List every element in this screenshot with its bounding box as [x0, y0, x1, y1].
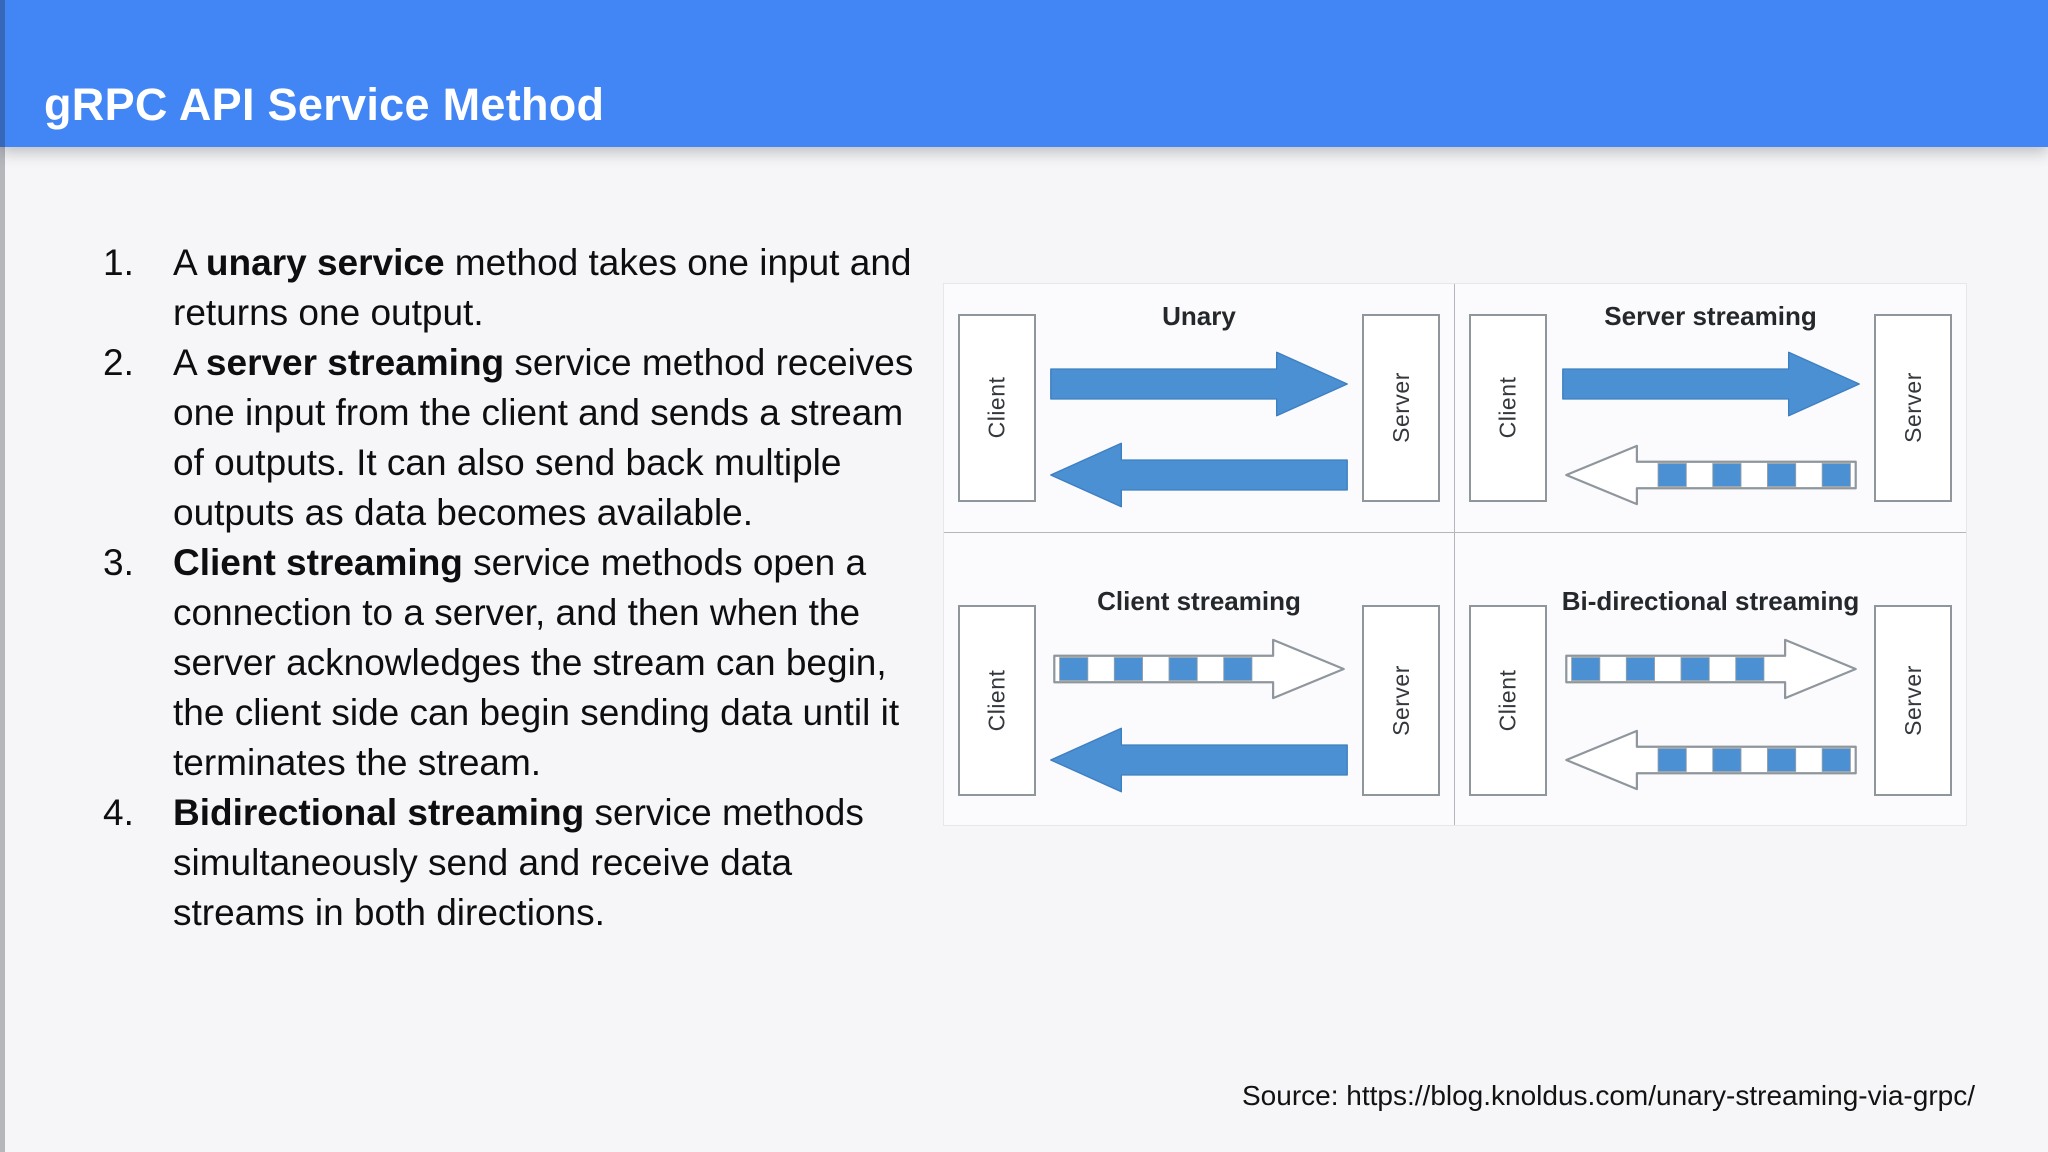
quadrant-title: Server streaming [1604, 301, 1817, 332]
list-number: 4. [103, 792, 134, 833]
quadrant-unary: Client Unary Server [944, 284, 1455, 533]
list-text: Bidirectional streaming service methods … [173, 792, 864, 933]
server-box: Server [1362, 313, 1440, 503]
list-number: 2. [103, 342, 134, 383]
quadrant-title: Bi-directional streaming [1561, 586, 1860, 617]
service-method-list: 1. A unary service method takes one inpu… [103, 238, 931, 938]
list-item-unary: 1. A unary service method takes one inpu… [103, 238, 931, 338]
client-box: Client [958, 313, 1036, 503]
list-item-server-streaming: 2. A server streaming service method rec… [103, 338, 931, 538]
list-text: A unary service method takes one input a… [173, 242, 912, 333]
list-text: Client streaming service methods open a … [173, 542, 900, 783]
quadrant-server-streaming: Client Server streaming Server [1455, 284, 1966, 533]
client-to-server-stream-arrow [1053, 639, 1345, 700]
client-to-server-arrow [1050, 351, 1348, 417]
screen-left-edge [0, 0, 5, 1152]
slide-title: gRPC API Service Method [44, 79, 605, 130]
server-to-client-stream-arrow [1564, 445, 1857, 506]
list-item-bidirectional-streaming: 4. Bidirectional streaming service metho… [103, 788, 931, 938]
server-box: Server [1362, 605, 1440, 797]
grpc-streaming-diagram: Client Unary Server Client Server stream… [944, 284, 1966, 825]
quadrant-title: Client streaming [1097, 586, 1301, 617]
title-bar: gRPC API Service Method [0, 0, 2048, 147]
server-to-client-arrow [1050, 442, 1348, 508]
quadrant-title: Unary [1162, 301, 1236, 332]
client-box: Client [958, 605, 1036, 797]
server-to-client-stream-arrow [1564, 730, 1857, 791]
client-to-server-arrow [1561, 351, 1860, 417]
server-box: Server [1874, 605, 1952, 797]
list-number: 3. [103, 542, 134, 583]
quadrant-client-streaming: Client Client streaming Server [944, 532, 1455, 825]
client-to-server-stream-arrow [1564, 639, 1857, 700]
client-box: Client [1469, 313, 1547, 503]
source-attribution: Source: https://blog.knoldus.com/unary-s… [1242, 1080, 1975, 1111]
server-box: Server [1874, 313, 1952, 503]
client-box: Client [1469, 605, 1547, 797]
list-text: A server streaming service method receiv… [173, 342, 914, 533]
server-to-client-arrow [1050, 727, 1348, 793]
list-item-client-streaming: 3. Client streaming service methods open… [103, 538, 931, 788]
list-number: 1. [103, 242, 134, 283]
quadrant-bidirectional-streaming: Client Bi-directional streaming Server [1455, 533, 1966, 825]
